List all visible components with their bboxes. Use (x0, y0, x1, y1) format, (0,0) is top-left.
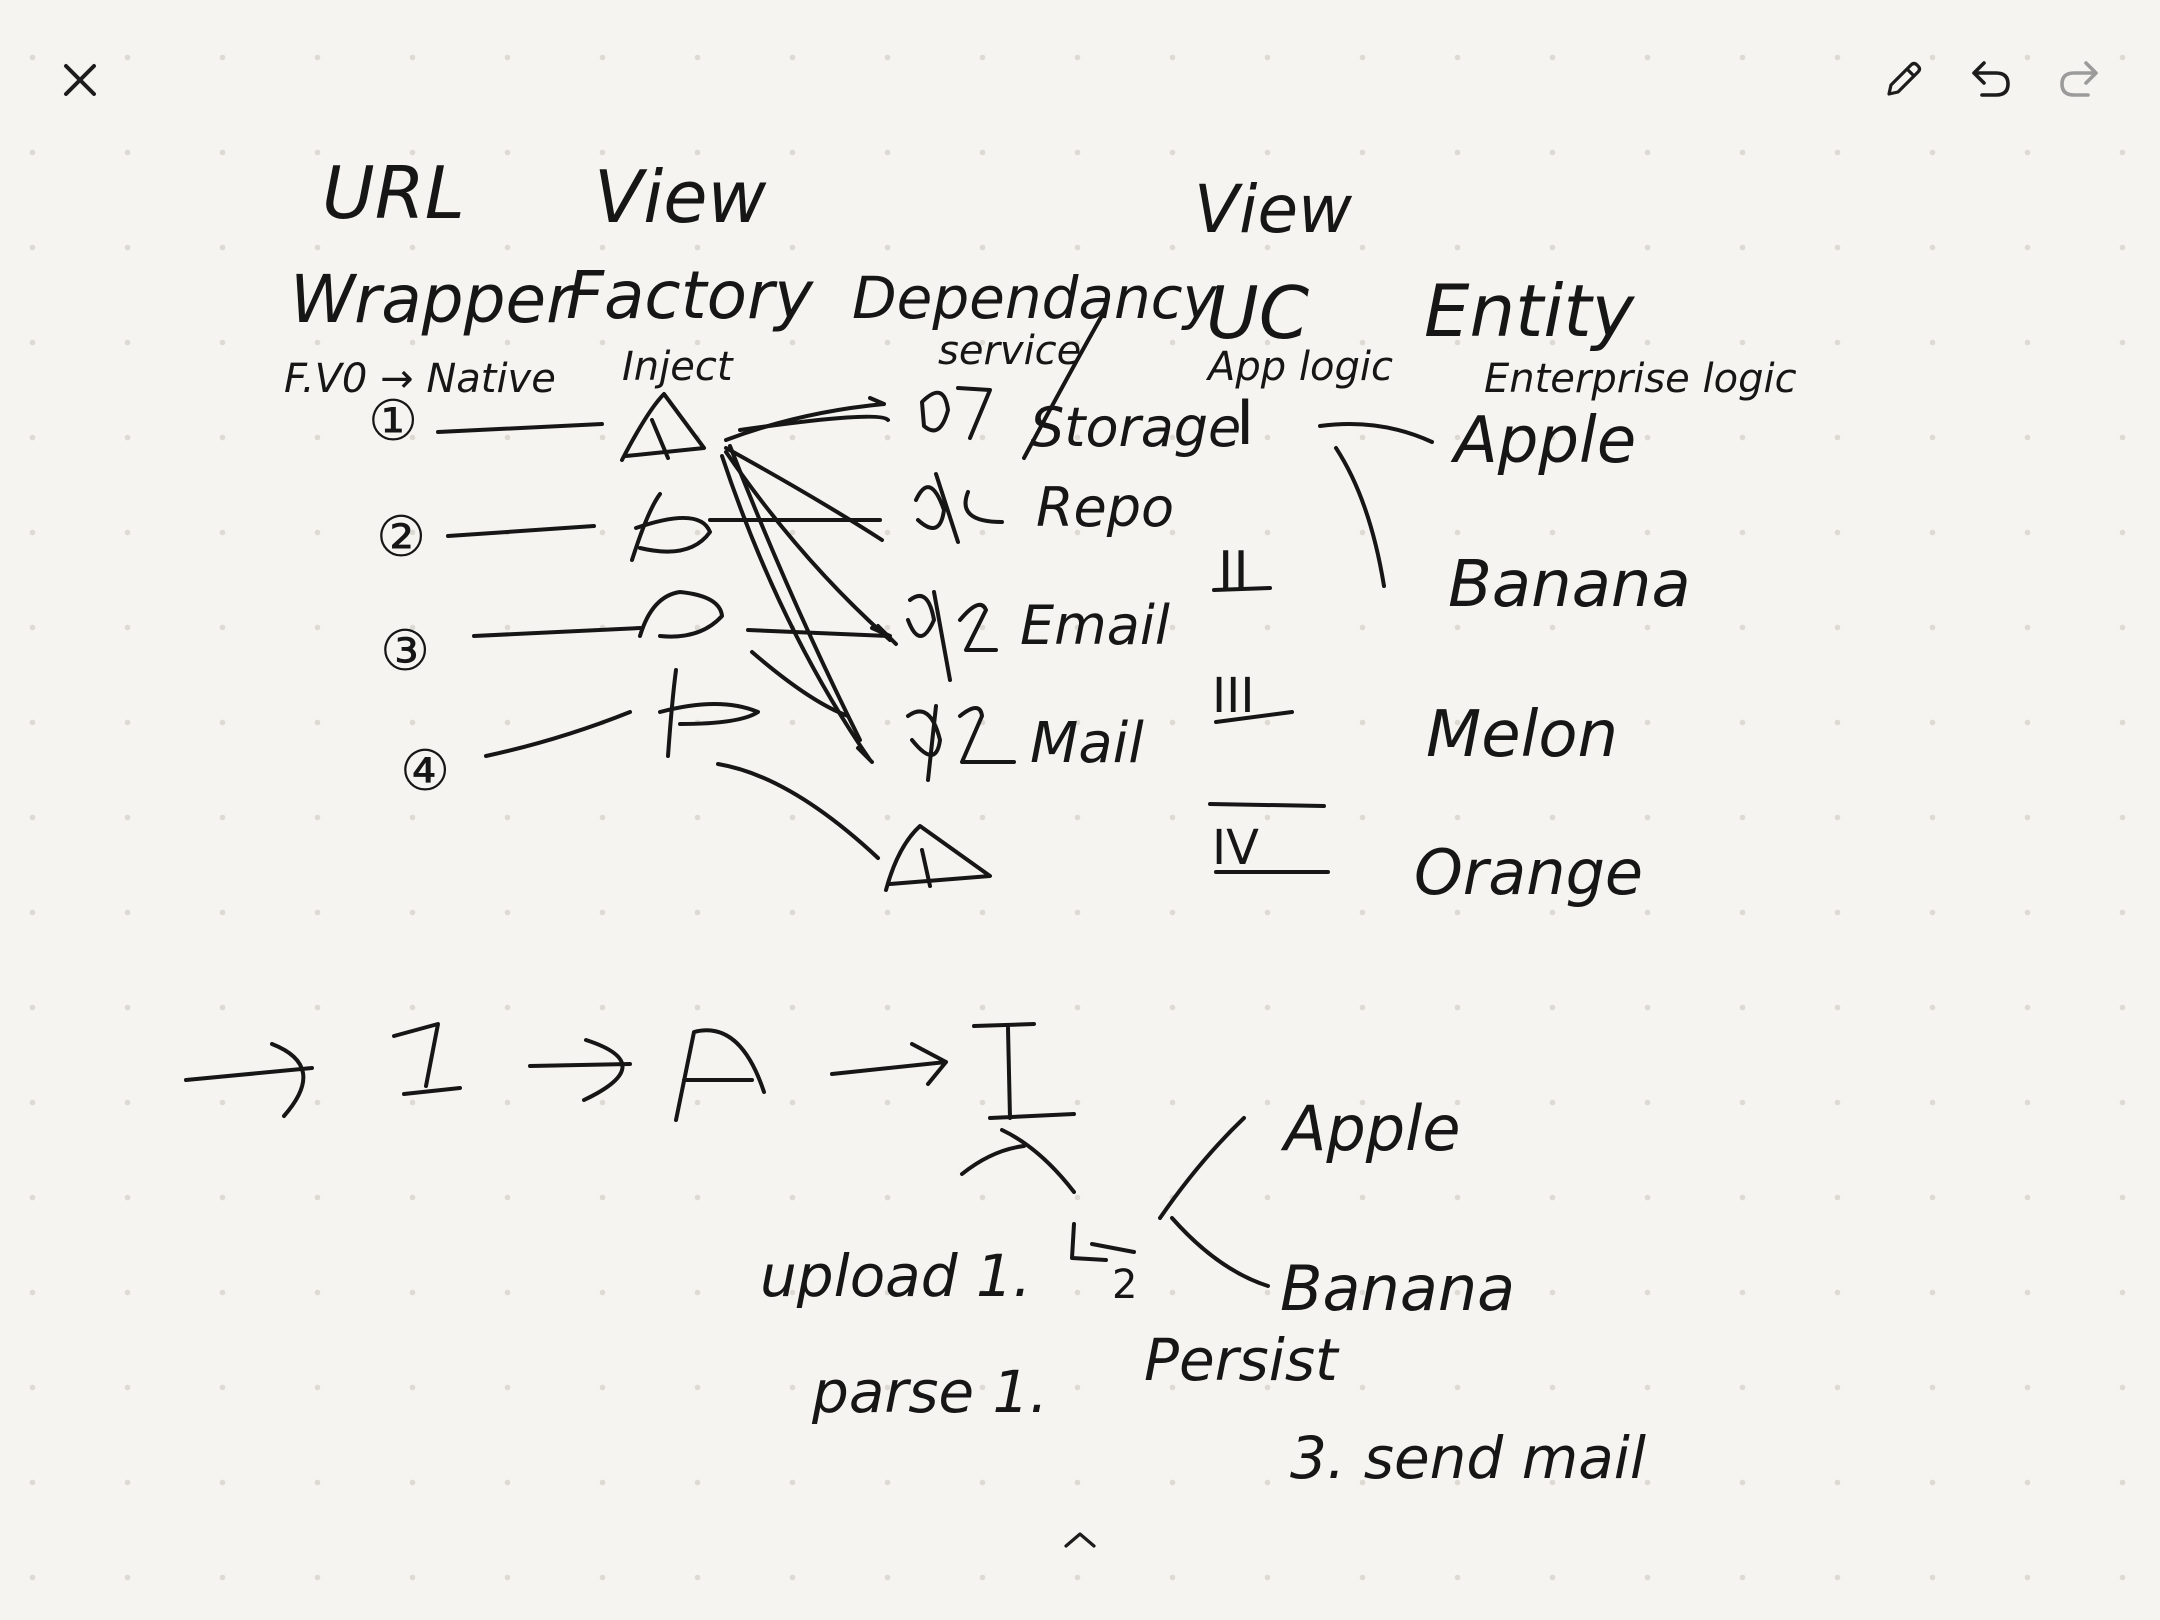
connector-line (1158, 1116, 1246, 1220)
service-label-storage: Storage (1030, 396, 1241, 459)
uc-label-4: IV (1212, 820, 1259, 876)
service-label-repo: Repo (1036, 476, 1174, 539)
subheader-app-logic: App logic (1205, 344, 1393, 390)
pencil-icon (1887, 61, 1922, 96)
connector-line (472, 626, 642, 638)
flow-arrow (528, 1038, 632, 1102)
service-symbol (906, 704, 1016, 782)
connector-line (1170, 1216, 1270, 1288)
flow-factory-symbol (674, 1028, 766, 1122)
factory-symbol (658, 668, 760, 758)
subheader-enterprise-logic: Enterprise logic (1484, 356, 1797, 402)
flow-step-upload: upload 1. (760, 1242, 1031, 1310)
connector-line (446, 524, 596, 538)
flow-step-send-mail: 3. send mail (1290, 1424, 1646, 1492)
wrapper-label-2: ② (376, 505, 426, 570)
service-label-email: Email (1020, 594, 1170, 657)
underline (1212, 586, 1272, 592)
entity-label-melon: Melon (1426, 698, 1618, 772)
wrapper-label-1: ① (368, 389, 418, 454)
uc-label-3: III (1212, 668, 1254, 724)
dependency-arrow (724, 396, 886, 442)
underline (1208, 802, 1330, 874)
connector-line (484, 710, 632, 758)
chevron-up-icon (1064, 1532, 1096, 1548)
header-factory: Factory (566, 257, 814, 334)
dependency-arrow (724, 450, 898, 646)
dependency-arrow (738, 414, 890, 432)
expand-toolbar-button[interactable] (1048, 1508, 1112, 1572)
wrapper-label-4: ④ (400, 739, 450, 804)
uc-label-1: I (1236, 386, 1254, 459)
connector-line (1022, 310, 1106, 460)
entity-label-banana: Banana (1448, 548, 1691, 622)
connector-line (1334, 446, 1386, 588)
header-view-right: View (1194, 171, 1353, 248)
dependency-arrow (746, 626, 892, 638)
flow-out-apple: Apple (1280, 1092, 1461, 1165)
flow-step-parse: parse 1. (811, 1358, 1048, 1426)
close-icon (64, 64, 96, 96)
close-button[interactable] (48, 48, 112, 112)
connector-line (436, 422, 604, 434)
underline (1214, 710, 1294, 724)
header-service: service (938, 328, 1081, 374)
header-uc: UC (1206, 271, 1310, 355)
entity-label-orange: Orange (1414, 836, 1643, 909)
connector-line (960, 1144, 1026, 1176)
flow-step-persist-num: 2 (1112, 1262, 1137, 1308)
factory-symbol (630, 492, 712, 562)
flow-arrow (184, 1042, 314, 1118)
header-url: URL (322, 151, 465, 235)
undo-button[interactable] (1959, 48, 2023, 112)
entity-label-apple: Apple (1450, 404, 1636, 478)
connector-line (1000, 1128, 1076, 1194)
service-symbol (914, 472, 1004, 544)
undo-icon (1972, 61, 2010, 97)
dependency-arrow (750, 650, 850, 718)
subheader-fvo-native: F.V0 → Native (284, 356, 556, 402)
dependency-arrow (728, 444, 862, 742)
factory-symbol (638, 590, 724, 639)
flow-out-banana: Banana (1280, 1252, 1515, 1325)
redo-button[interactable] (2047, 48, 2111, 112)
subheader-inject: Inject (622, 344, 734, 390)
uc-label-2: II (1218, 541, 1249, 601)
flow-uc-symbol (392, 1022, 462, 1096)
flow-arrow (830, 1042, 948, 1086)
pen-tool-button[interactable] (1871, 48, 1935, 112)
dependency-arrow (724, 446, 884, 542)
service-label-mail: Mail (1030, 711, 1144, 776)
service-symbol (906, 590, 998, 682)
dependency-arrow (720, 454, 874, 764)
factory-symbol (884, 824, 992, 892)
header-dependency: Dependancy (852, 264, 1218, 332)
header-entity: Entity (1424, 269, 1636, 353)
header-view-left: View (594, 155, 767, 239)
service-symbol (920, 386, 992, 440)
factory-symbol (620, 392, 706, 462)
flow-uc-symbol (972, 1022, 1076, 1120)
header-wrapper: Wrapper (290, 261, 577, 338)
wrapper-label-3: ③ (380, 619, 430, 684)
bracket (1070, 1222, 1136, 1262)
redo-icon (2060, 61, 2098, 97)
dependency-arrow (716, 762, 880, 860)
flow-step-persist: Persist (1144, 1326, 1340, 1394)
connector-line (1318, 422, 1434, 444)
